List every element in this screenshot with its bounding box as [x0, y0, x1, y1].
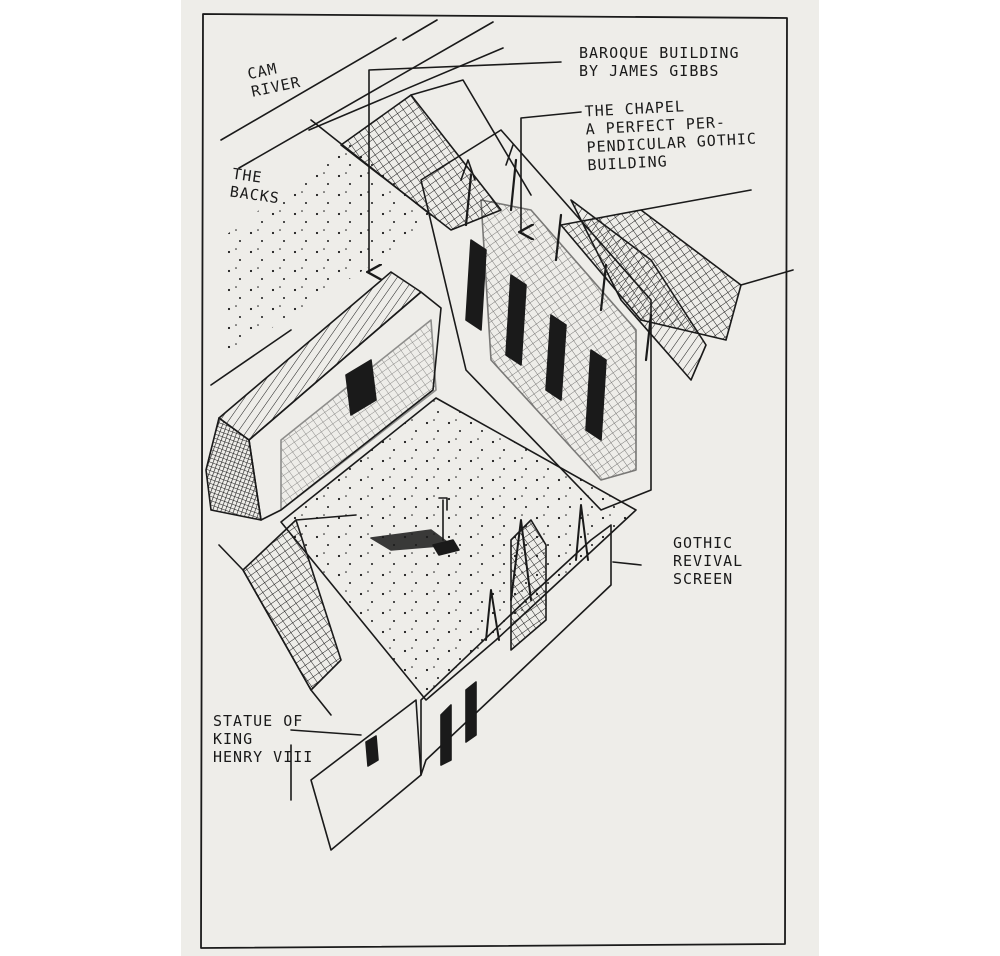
label-gothic-revival-screen: GOTHIC REVIVAL SCREEN — [673, 534, 743, 588]
label-statue-line-2: KING — [213, 730, 254, 748]
gothic-revival-screen — [420, 504, 612, 776]
label-gothic-line-3: SCREEN — [673, 570, 734, 588]
central-statue — [370, 497, 460, 556]
label-baroque-line-1: BAROQUE BUILDING — [579, 44, 740, 62]
label-baroque-line-2: BY JAMES GIBBS — [579, 62, 720, 80]
backs-lawn — [223, 140, 439, 360]
kings-college-sketch — [200, 13, 794, 949]
label-gothic-line-2: REVIVAL — [673, 552, 744, 570]
north-wing — [340, 94, 502, 231]
chapel-leader — [521, 111, 582, 232]
label-statue-henry: STATUE OF KING HENRY VIII — [213, 712, 313, 766]
statue-leader — [290, 729, 362, 801]
label-chapel: THE CHAPEL A PERFECT PER- PENDICULAR GOT… — [584, 94, 758, 174]
screen-leader — [612, 561, 642, 566]
label-baroque-building: BAROQUE BUILDING BY JAMES GIBBS — [579, 44, 740, 80]
baroque-building — [205, 271, 442, 521]
river-bank — [220, 19, 504, 169]
label-the-backs: THE BACKS — [229, 165, 284, 208]
label-statue-line-3: HENRY VIII — [213, 748, 314, 766]
gate-building — [310, 699, 422, 851]
label-statue-line-1: STATUE OF — [213, 712, 304, 730]
label-gothic-line-1: GOTHIC — [673, 534, 734, 552]
baroque-leader — [369, 61, 562, 272]
sketch-paper: CAM RIVER THE BACKS BAROQUE BUILDING BY … — [181, 0, 819, 956]
frame — [200, 13, 788, 949]
